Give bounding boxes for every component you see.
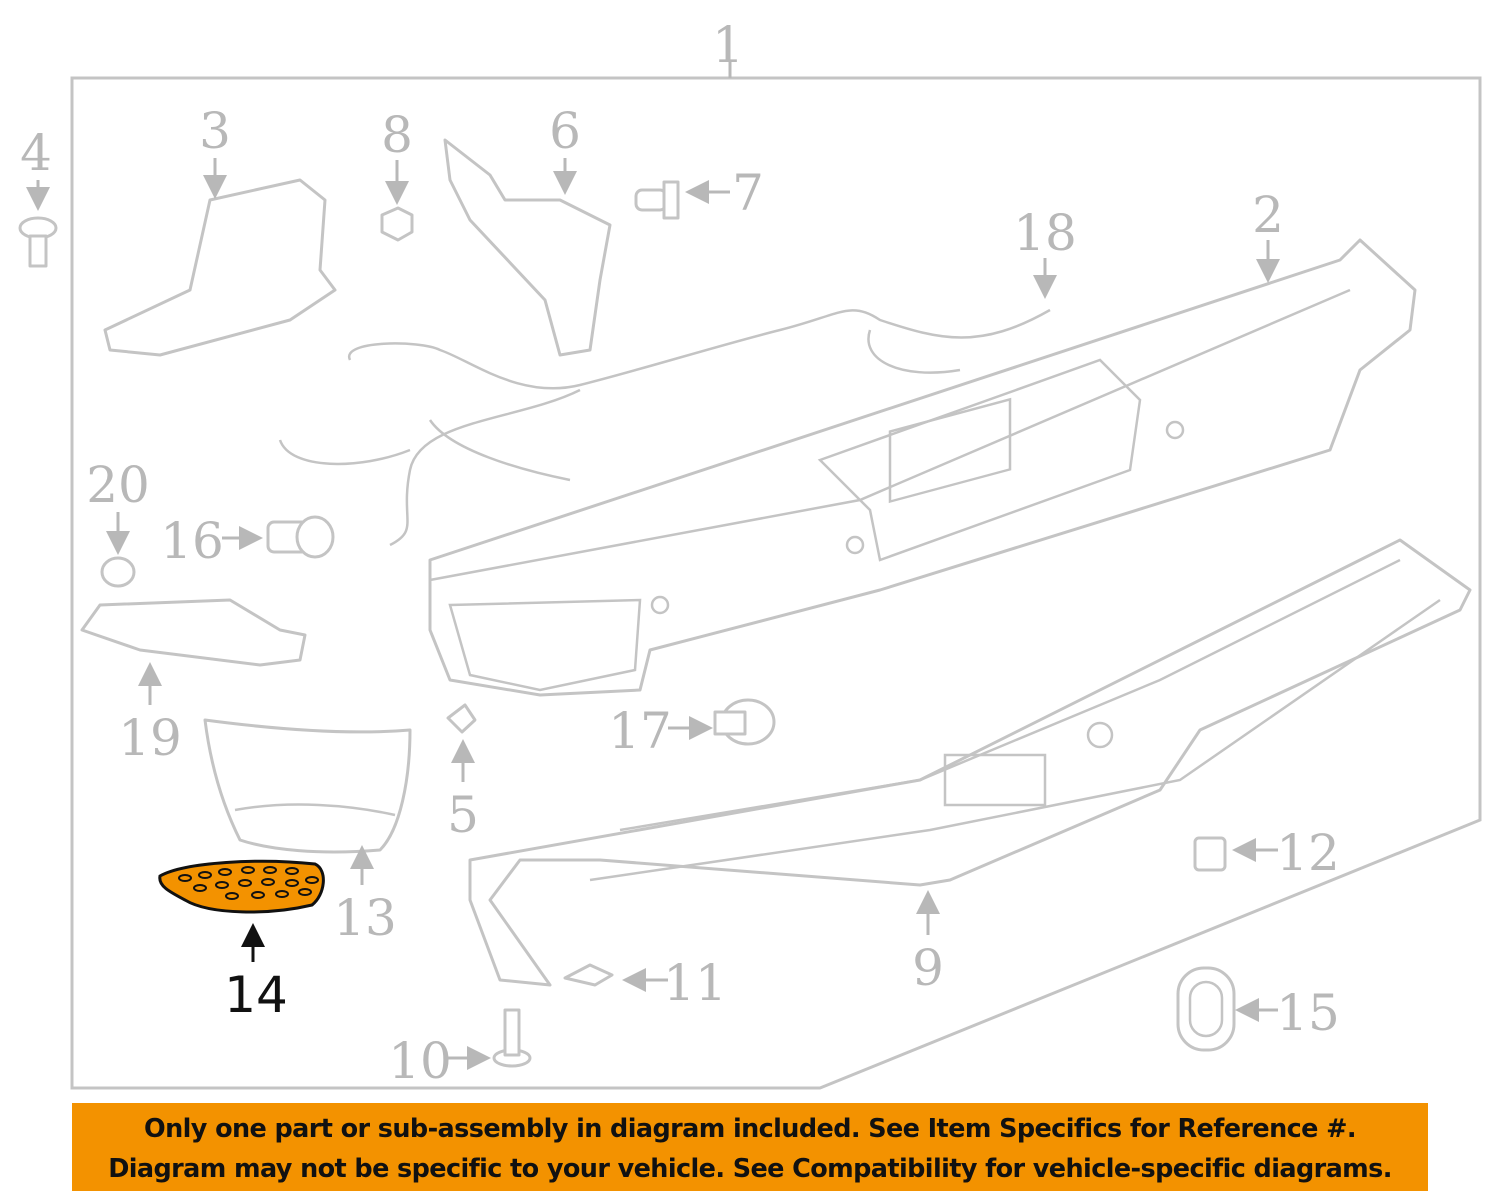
part-13-cover bbox=[203, 718, 412, 854]
part-4-bolt bbox=[18, 216, 58, 268]
callout-11: 11 bbox=[663, 954, 727, 1012]
callout-3: 3 bbox=[199, 102, 231, 160]
part-11-clip bbox=[563, 963, 614, 987]
callout-18: 18 bbox=[1013, 204, 1077, 262]
part-10-screw bbox=[492, 1008, 532, 1068]
callout-16: 16 bbox=[160, 512, 224, 570]
assembly-frame bbox=[70, 76, 1482, 1090]
part-5-clip bbox=[446, 703, 477, 734]
callout-19: 19 bbox=[118, 709, 182, 767]
part-12-nut bbox=[1193, 836, 1227, 872]
callout-13: 13 bbox=[333, 889, 397, 947]
callout-arrows bbox=[26, 158, 1280, 1070]
callout-17: 17 bbox=[608, 702, 672, 760]
callout-1: 1 bbox=[712, 16, 744, 74]
part-14-step-pad-insert bbox=[158, 859, 325, 914]
part-16-sensor bbox=[266, 515, 335, 559]
callout-10: 10 bbox=[388, 1032, 452, 1090]
part-15-grommet bbox=[1176, 966, 1236, 1052]
callout-8: 8 bbox=[381, 106, 413, 164]
disclaimer-line-2: Diagram may not be specific to your vehi… bbox=[108, 1154, 1392, 1184]
callout-4: 4 bbox=[20, 124, 52, 182]
callout-14: 14 bbox=[224, 966, 288, 1024]
part-20-grommet bbox=[100, 556, 136, 588]
disclaimer-banner: Only one part or sub-assembly in diagram… bbox=[72, 1103, 1428, 1191]
callout-9: 9 bbox=[912, 939, 944, 997]
part-9-step-pad bbox=[468, 538, 1472, 987]
callout-5: 5 bbox=[447, 786, 479, 844]
part-2-bumper bbox=[428, 238, 1417, 697]
callout-20: 20 bbox=[86, 456, 150, 514]
callout-2: 2 bbox=[1252, 186, 1284, 244]
callout-12: 12 bbox=[1276, 824, 1340, 882]
part-19-end-cap bbox=[80, 598, 307, 667]
part-18-wiring-harness bbox=[278, 308, 1051, 547]
part-6-bracket bbox=[443, 138, 612, 357]
disclaimer-line-1: Only one part or sub-assembly in diagram… bbox=[144, 1114, 1357, 1144]
part-17-sensor-retainer bbox=[713, 698, 776, 746]
part-3-bracket bbox=[103, 178, 337, 357]
part-8-nut bbox=[380, 206, 414, 242]
callout-6: 6 bbox=[549, 102, 581, 160]
callout-7: 7 bbox=[732, 164, 764, 222]
callout-15: 15 bbox=[1276, 984, 1340, 1042]
part-7-push-pin bbox=[634, 180, 680, 220]
